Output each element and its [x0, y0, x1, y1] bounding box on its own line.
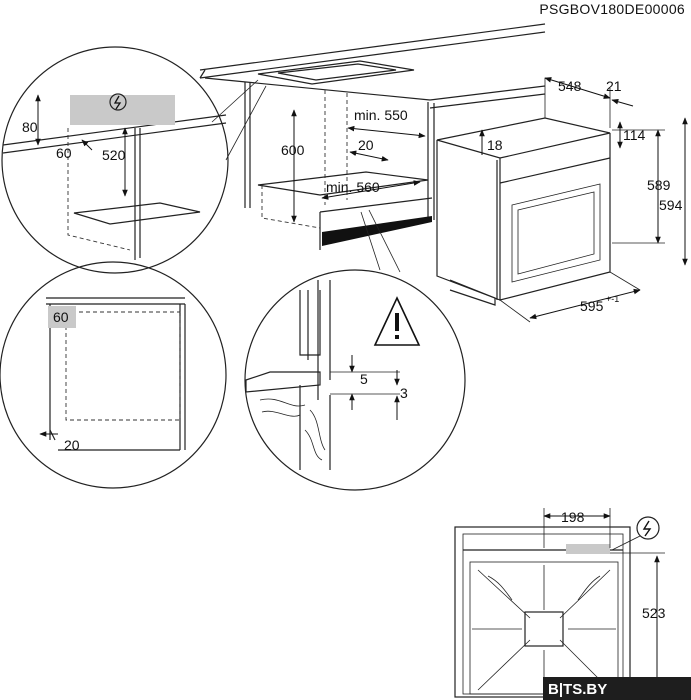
dim-door-21: 21: [606, 78, 622, 94]
detail-top-left: 80 60 520: [1, 46, 267, 274]
dim-height-600: 600: [281, 142, 305, 158]
dim-width-min550: min. 550: [354, 107, 408, 123]
document-code: PSGBOV180DE00006: [539, 1, 685, 17]
dim-60-top: 60: [56, 145, 72, 161]
dim-60-mid: 60: [53, 309, 69, 325]
dim-gap-5: 5: [360, 371, 368, 387]
power-icon: [109, 93, 127, 111]
connection-zone: [566, 544, 610, 554]
detail-clearance: 5 3: [244, 209, 466, 491]
oven-dims: 548 21 114 18 589 594 595 +-1: [479, 77, 688, 323]
dim-595-tolerance: +-1: [606, 294, 619, 304]
warning-icon: [373, 296, 421, 346]
dim-80: 80: [22, 119, 38, 135]
dim-20-bottom: 20: [64, 437, 80, 453]
power-zone: [70, 95, 175, 125]
dim-gap-3: 3: [400, 385, 408, 401]
vent-zone: [48, 306, 76, 328]
power-icon: [636, 516, 660, 540]
dim-gap-20: 20: [358, 137, 374, 153]
dim-depth-min560: min. 560: [326, 179, 380, 195]
dim-198: 198: [561, 509, 585, 525]
dim-594: 594: [659, 197, 683, 213]
dim-panel-18: 18: [487, 137, 503, 153]
hob-cutout-dims: 600 min. 550 20 min. 560: [281, 107, 426, 223]
top-view: 198 523: [454, 508, 666, 698]
dim-589: 589: [647, 177, 671, 193]
oven-drawing: [436, 117, 611, 306]
watermark-text: B|TS.BY: [548, 681, 607, 698]
hob: [257, 60, 415, 85]
dim-523: 523: [642, 605, 666, 621]
cabinet-drawing: [199, 23, 546, 250]
dim-520: 520: [102, 147, 126, 163]
dim-oven-depth-548: 548: [558, 78, 582, 94]
dim-114: 114: [623, 127, 646, 143]
detail-mid-left: 60 20: [0, 261, 227, 489]
dim-595: 595: [580, 298, 604, 314]
watermark: B|TS.BY: [543, 677, 691, 700]
